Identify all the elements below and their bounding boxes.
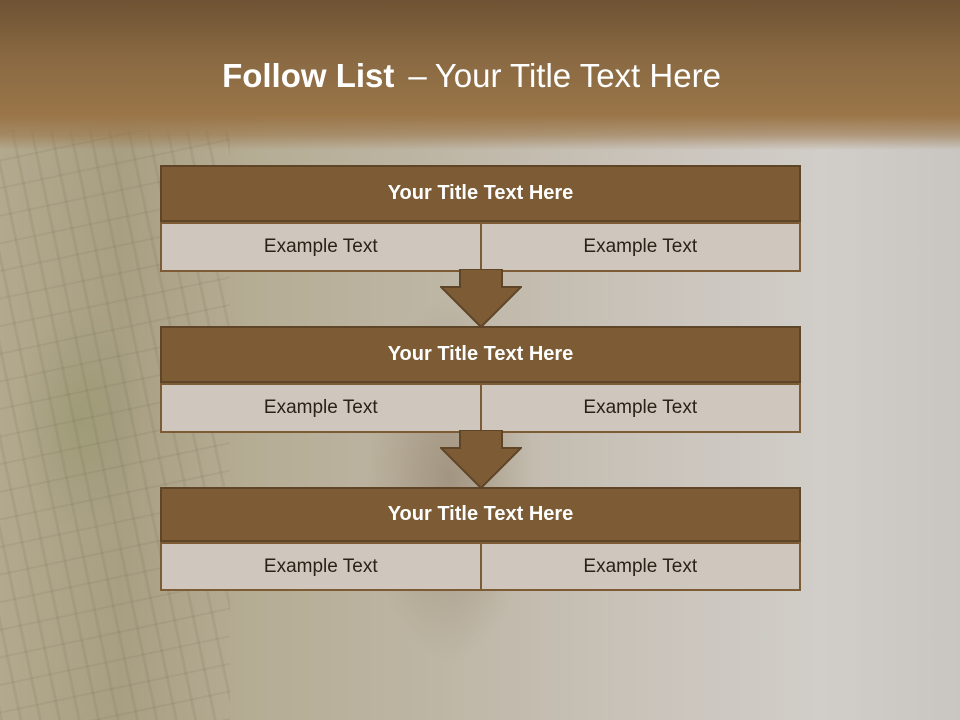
step-block-1: Your Title Text Here Example Text Exampl… xyxy=(160,165,801,272)
step-block-3: Your Title Text Here Example Text Exampl… xyxy=(160,487,801,591)
step-1-right-cell: Example Text xyxy=(481,222,801,272)
step-cells-3: Example Text Example Text xyxy=(160,542,801,591)
step-title-1: Your Title Text Here xyxy=(160,165,801,222)
step-2-left-cell: Example Text xyxy=(160,383,482,433)
header-band xyxy=(0,0,960,150)
slide-title-bold: Follow List xyxy=(222,57,395,94)
down-arrow-1 xyxy=(440,269,522,329)
step-3-right-cell: Example Text xyxy=(481,542,801,591)
down-arrow-2 xyxy=(440,430,522,490)
step-cells-2: Example Text Example Text xyxy=(160,383,801,433)
step-title-3: Your Title Text Here xyxy=(160,487,801,542)
step-2-right-cell: Example Text xyxy=(481,383,801,433)
step-cells-1: Example Text Example Text xyxy=(160,222,801,272)
slide-title-separator: – xyxy=(408,57,427,94)
step-title-2: Your Title Text Here xyxy=(160,326,801,383)
step-1-left-cell: Example Text xyxy=(160,222,482,272)
slide-title: Follow List–Your Title Text Here xyxy=(0,56,943,96)
step-block-2: Your Title Text Here Example Text Exampl… xyxy=(160,326,801,433)
slide-title-rest: Your Title Text Here xyxy=(434,57,721,94)
step-3-left-cell: Example Text xyxy=(160,542,482,591)
